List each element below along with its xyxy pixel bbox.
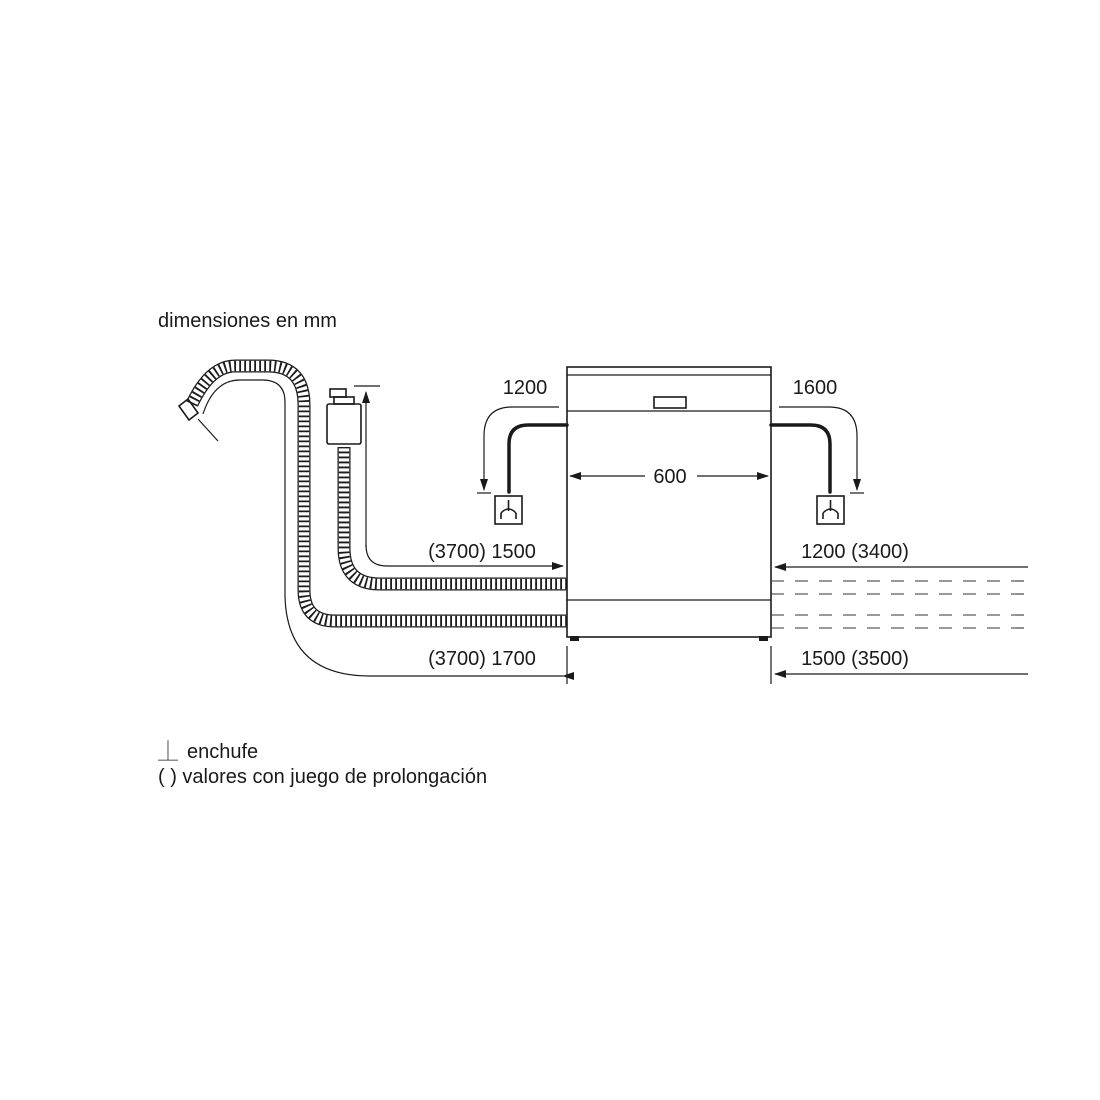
- width-dimension: 600: [569, 466, 769, 488]
- socket-legend-symbol: ⏊: [158, 739, 178, 763]
- socket-legend-label: enchufe: [187, 741, 258, 763]
- drain-hose: [326, 385, 567, 591]
- inlet-hose-dimension: (3700) 1700: [202, 379, 574, 684]
- socket-icon: [822, 500, 839, 519]
- legend: ⏊ enchufe ( ) valores con juego de prolo…: [158, 739, 487, 788]
- parens-legend-note: ( ) valores con juego de prolongación: [158, 766, 487, 788]
- dishwasher-outline: [566, 366, 772, 641]
- left-power-cable: 1200: [477, 377, 569, 525]
- left-socket-box: [494, 495, 523, 525]
- right-foot: [759, 636, 768, 641]
- width-label: 600: [653, 466, 686, 488]
- left-cable-length: 1200: [503, 377, 548, 399]
- left-foot: [570, 636, 579, 641]
- hose-end-fitting: [177, 397, 200, 422]
- diagram-title: dimensiones en mm: [158, 310, 337, 332]
- right-socket-box: [816, 495, 845, 525]
- right-power-cable: 1600: [769, 377, 864, 525]
- right-drain-length: 1200 (3400): [801, 541, 909, 563]
- right-cable-length: 1600: [793, 377, 838, 399]
- drain-hose-dimension: (3700) 1500: [365, 541, 564, 570]
- right-hose-routing: 1200 (3400) 1500 (3500): [770, 541, 1028, 684]
- right-inlet-length: 1500 (3500): [801, 648, 909, 670]
- inlet-hose: [177, 359, 567, 628]
- drain-hose-length: (3700) 1500: [428, 541, 536, 563]
- drain-siphon-connector: [326, 403, 362, 445]
- inlet-hose-length: (3700) 1700: [428, 648, 536, 670]
- socket-icon: [500, 500, 517, 519]
- control-panel-display: [653, 396, 687, 409]
